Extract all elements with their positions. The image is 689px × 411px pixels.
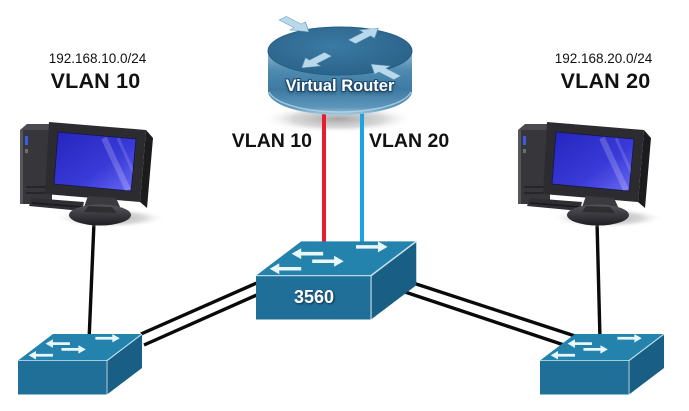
pc-left-icon — [20, 122, 166, 228]
pc-left-link-line — [87, 221, 96, 342]
access-switch-left-icon — [17, 333, 143, 396]
subnet-right-label: 192.168.20.0/24 — [554, 51, 653, 66]
vlan20-segment-title: VLAN 20 — [560, 69, 651, 93]
pc-right-icon — [518, 122, 664, 228]
router-label: Virtual Router — [285, 77, 395, 95]
uplink-right-line-2 — [401, 289, 568, 348]
subnet-left-label: 192.168.10.0/24 — [48, 51, 147, 66]
uplink-right-line-1 — [403, 278, 576, 338]
vlan10-trunk-label: VLAN 10 — [231, 130, 312, 152]
router-icon — [267, 16, 413, 115]
vlan10-segment-title: VLAN 10 — [50, 69, 141, 93]
vlan20-trunk-label: VLAN 20 — [369, 130, 450, 152]
core-switch-label: 3560 — [293, 287, 335, 307]
uplink-left-line-2 — [143, 292, 260, 347]
uplink-left-line-1 — [140, 280, 260, 336]
router-bottom-rim — [268, 91, 412, 113]
router-arrows — [278, 16, 402, 80]
router-shadow — [262, 105, 414, 133]
pc-right-link-line — [595, 220, 602, 340]
router-top — [267, 26, 413, 76]
